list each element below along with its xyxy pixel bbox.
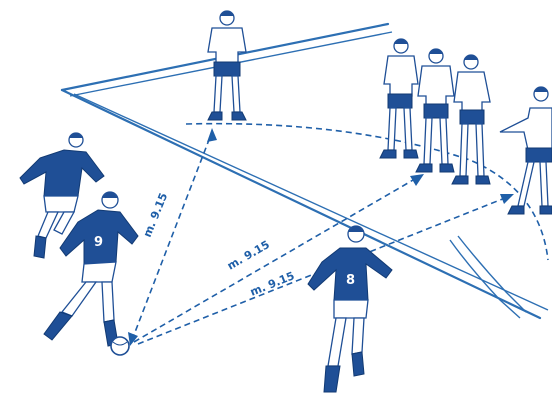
radius-arc xyxy=(186,124,548,260)
distance-lines xyxy=(128,128,514,346)
distance-label-front: m. 9.15 xyxy=(141,191,171,239)
ball xyxy=(111,337,129,355)
kicker-jersey-number: 9 xyxy=(94,235,103,250)
player-kicker: 9 xyxy=(44,192,138,346)
distance-label-right: m. 9.15 xyxy=(248,269,296,299)
wall-player-1 xyxy=(380,39,418,158)
player-front-white xyxy=(208,11,246,120)
wall-player-3 xyxy=(452,55,490,184)
midfield-jersey-number: 8 xyxy=(346,273,355,288)
arrow-head-right-top xyxy=(500,194,514,204)
distance-label-middle: m. 9.15 xyxy=(225,238,272,273)
arrow-head-front-top xyxy=(207,128,217,142)
player-midfield: 8 xyxy=(308,226,392,392)
